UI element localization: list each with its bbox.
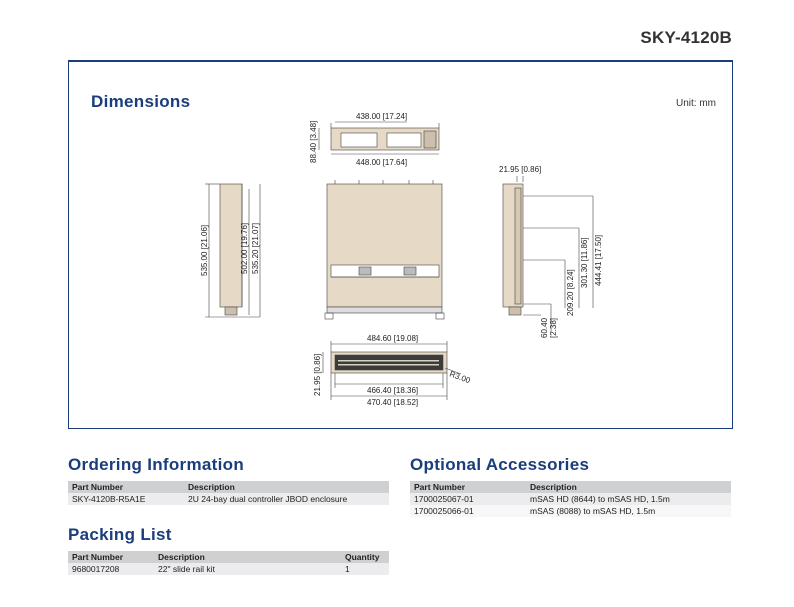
dimensions-title: Dimensions — [91, 92, 191, 111]
label-side-depth-502: 502.00 [19.76] — [240, 223, 249, 274]
accessory-description: mSAS (8088) to mSAS HD, 1.5m — [526, 505, 731, 517]
packing-description: 22" slide rail kit — [154, 563, 341, 575]
top-view-drawing — [324, 180, 445, 320]
rear-view-drawing — [502, 176, 594, 332]
ordering-header-desc: Description — [184, 481, 389, 493]
label-rear-209: 209.20 [8.24] — [566, 269, 575, 316]
accessory-description: mSAS HD (8644) to mSAS HD, 1.5m — [526, 493, 731, 505]
unit-label: Unit: mm — [676, 98, 716, 109]
label-front-height: 88.40 [3.48] — [309, 121, 318, 163]
table-row: 1700025067-01 mSAS HD (8644) to mSAS HD,… — [410, 493, 731, 505]
label-front-inner-width: 438.00 [17.24] — [356, 112, 407, 121]
accessories-header-desc: Description — [526, 481, 731, 493]
packing-header-desc: Description — [154, 551, 341, 563]
label-rear-60: 60.40 — [540, 317, 549, 338]
bottom-view-drawing — [322, 341, 462, 400]
label-rear-60b: [2.38] — [549, 318, 558, 338]
label-rear-301: 301.30 [11.86] — [580, 237, 589, 288]
ordering-header-part: Part Number — [68, 481, 184, 493]
front-view-drawing — [318, 121, 440, 155]
table-row: 1700025066-01 mSAS (8088) to mSAS HD, 1.… — [410, 505, 731, 517]
packing-header-qty: Quantity — [341, 551, 389, 563]
label-bottom-left: 21.95 [0.86] — [313, 354, 322, 396]
bottom-vents — [338, 360, 439, 366]
ordering-table: Part Number Description SKY-4120B-R5A1E … — [68, 481, 389, 505]
accessory-part-number: 1700025066-01 — [410, 505, 526, 517]
label-front-outer-width: 448.00 [17.64] — [356, 158, 407, 167]
dimensions-panel: Dimensions Unit: mm — [68, 62, 733, 429]
accessory-part-number: 1700025067-01 — [410, 493, 526, 505]
label-rear-444: 444.41 [17.50] — [594, 235, 603, 286]
accessories-table: Part Number Description 1700025067-01 mS… — [410, 481, 731, 517]
accessories-title: Optional Accessories — [410, 455, 590, 474]
packing-title: Packing List — [68, 525, 172, 544]
header-rule — [68, 60, 733, 62]
label-bottom-466: 466.40 [18.36] — [367, 386, 418, 395]
ordering-part-number: SKY-4120B-R5A1E — [68, 493, 184, 505]
packing-quantity: 1 — [341, 563, 389, 575]
model-name: SKY-4120B — [640, 28, 732, 47]
label-bottom-470: 470.40 [18.52] — [367, 398, 418, 407]
label-bottom-top: 484.60 [19.08] — [367, 334, 418, 343]
side-view-drawing — [205, 183, 261, 318]
table-row: 9680017208 22" slide rail kit 1 — [68, 563, 389, 575]
label-side-depth-535: 535.20 [21.07] — [251, 223, 260, 274]
accessories-header-part: Part Number — [410, 481, 526, 493]
label-rear-top: 21.95 [0.86] — [499, 165, 541, 174]
packing-header-part: Part Number — [68, 551, 154, 563]
label-side-depth-outer: 535.00 [21.06] — [200, 225, 209, 276]
table-row: SKY-4120B-R5A1E 2U 24-bay dual controlle… — [68, 493, 389, 505]
label-bottom-radius: R3.00 — [448, 369, 472, 385]
dimension-drawing: 438.00 [17.24] 88.40 [3.48] 448.00 [17.6… — [200, 112, 603, 407]
ordering-description: 2U 24-bay dual controller JBOD enclosure — [184, 493, 389, 505]
ordering-title: Ordering Information — [68, 455, 244, 474]
packing-part-number: 9680017208 — [68, 563, 154, 575]
packing-table: Part Number Description Quantity 9680017… — [68, 551, 389, 575]
